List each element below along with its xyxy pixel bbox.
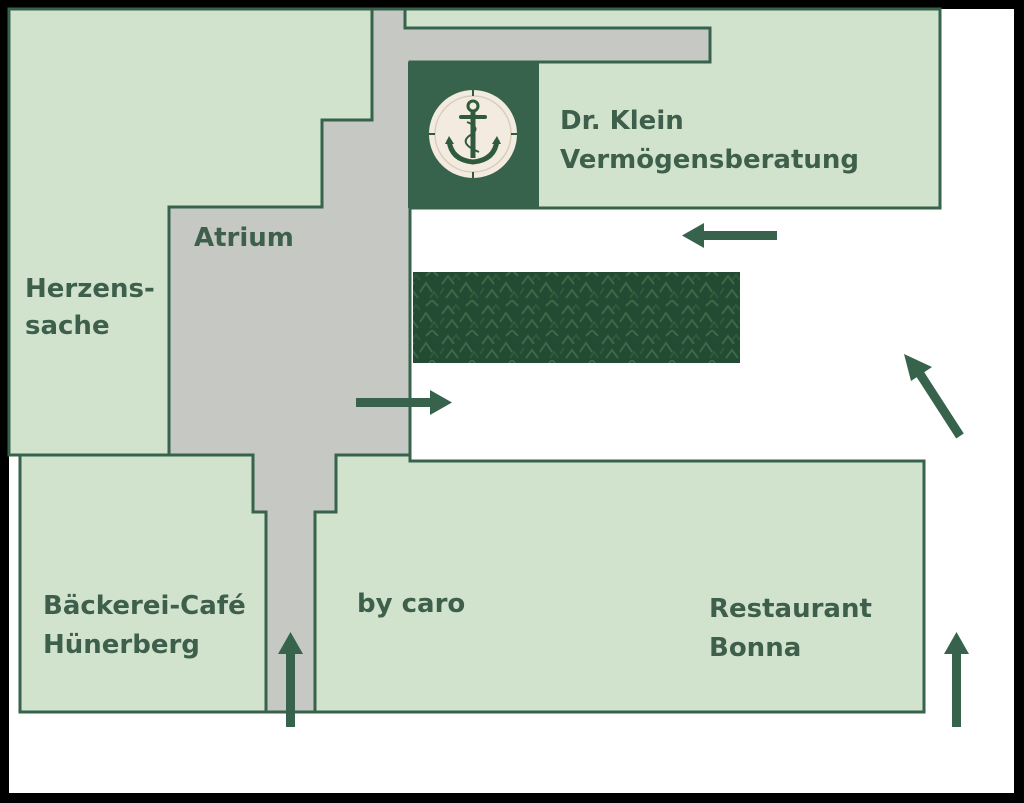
anchor-icon (429, 90, 517, 178)
shop-by-caro[interactable] (313, 453, 926, 714)
direction-arrow (682, 223, 777, 248)
label-restaurant-line2: Bonna (709, 633, 801, 663)
direction-arrow (944, 632, 969, 727)
direction-arrow (904, 354, 964, 439)
label-baeckerei-line2: Hünerberg (43, 630, 200, 660)
direction-arrow (356, 390, 452, 415)
atrium-corridor[interactable] (167, 7, 712, 714)
label-dr-klein-line2: Vermögensberatung (560, 145, 859, 175)
direction-arrow (278, 632, 303, 727)
label-herzenssache-line2: sache (25, 311, 110, 341)
shop-baeckerei-cafe[interactable] (9, 453, 268, 714)
label-baeckerei-line1: Bäckerei-Café (43, 591, 246, 621)
label-by-caro: by caro (357, 589, 465, 619)
hedge-planting (413, 272, 740, 363)
label-dr-klein-line1: Dr. Klein (560, 106, 684, 136)
label-restaurant-line1: Restaurant (709, 594, 872, 624)
label-herzenssache-line1: Herzens- (25, 274, 155, 304)
label-atrium: Atrium (194, 223, 294, 253)
